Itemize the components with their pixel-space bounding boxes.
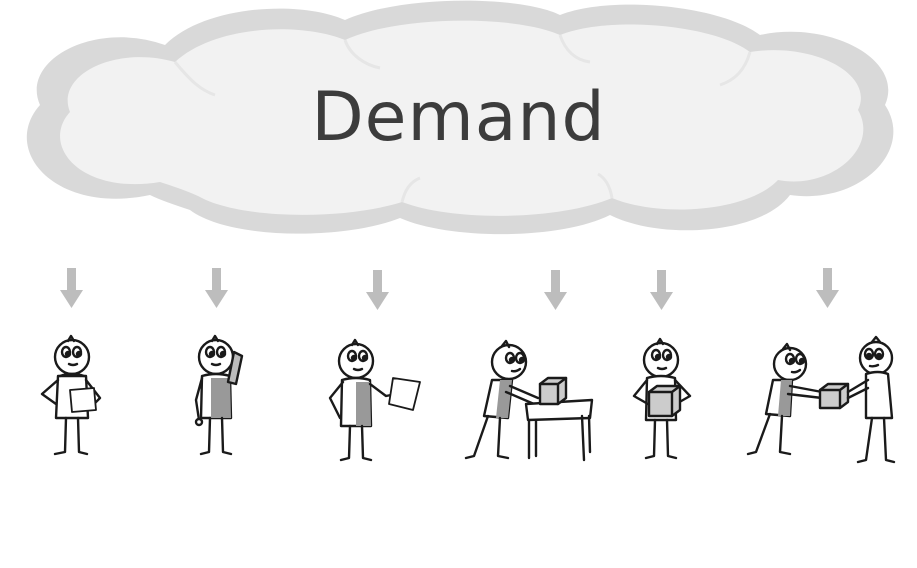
figure-holding-clipboard (40, 334, 102, 456)
down-arrow-icon (205, 268, 228, 308)
down-arrow-icon (816, 268, 839, 308)
figure-holding-box (632, 337, 692, 460)
figure-pushing-box-on-table (464, 339, 594, 462)
demand-arrows (60, 268, 839, 310)
down-arrow-icon (366, 270, 389, 310)
cloud-title: Demand (311, 78, 606, 157)
cloud-inner-shape (60, 20, 864, 216)
down-arrow-icon (60, 268, 83, 308)
figures-passing-box (746, 335, 896, 464)
demand-cloud (26, 0, 894, 235)
figure-holding-phone (194, 334, 244, 456)
figure-handing-paper (328, 338, 421, 462)
down-arrow-icon (544, 270, 567, 310)
down-arrow-icon (650, 270, 673, 310)
